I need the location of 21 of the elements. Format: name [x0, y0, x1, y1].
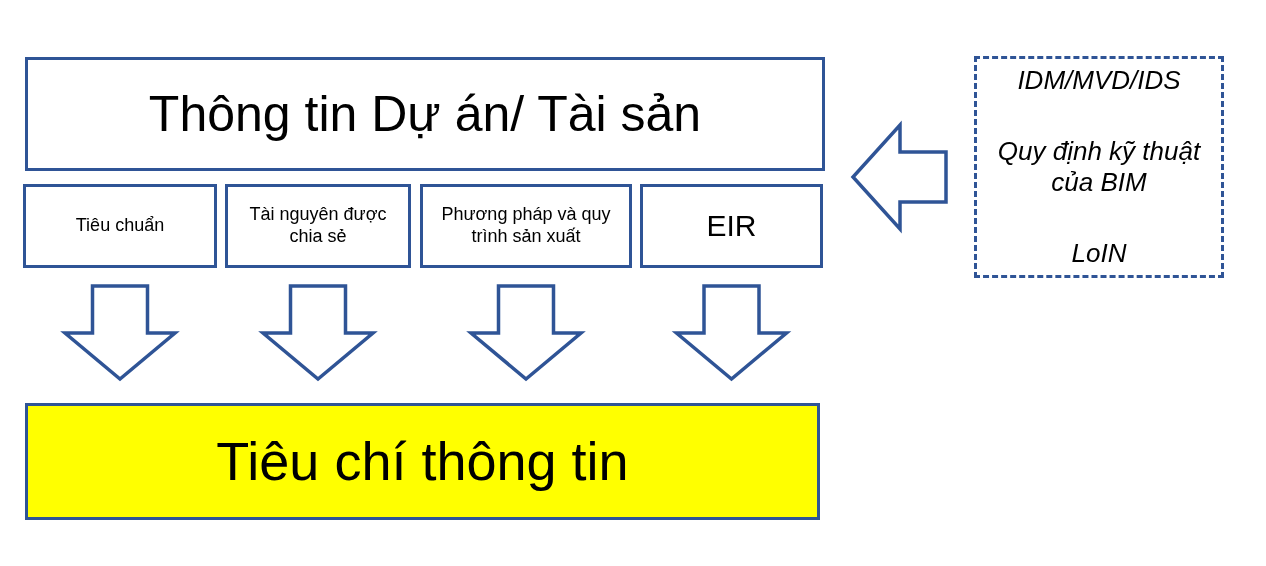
- title-box: [25, 57, 825, 171]
- node-text: EIR: [706, 208, 757, 244]
- block-arrow: [466, 284, 586, 382]
- block-arrow: [258, 284, 378, 382]
- node-text: IDM/MVD/IDS: [1017, 65, 1181, 97]
- block-arrow: [671, 284, 792, 382]
- node-text: LoIN: [1071, 237, 1127, 269]
- category-box: [23, 184, 217, 268]
- node-text: Tiêu chí thông tin: [216, 430, 629, 494]
- node-text: Tài nguyên được chia sẻ: [248, 204, 388, 248]
- block-arrow: [850, 120, 948, 234]
- category-box: [225, 184, 411, 268]
- block-arrow: [60, 284, 180, 382]
- node-text: Phương pháp và quy trình sản xuất: [440, 204, 612, 248]
- category-box: [420, 184, 632, 268]
- highlight-box: [25, 403, 820, 520]
- dashed-box: [974, 56, 1224, 278]
- node-text: Tiêu chuẩn: [75, 215, 165, 237]
- node-text: Thông tin Dự án/ Tài sản: [148, 85, 702, 144]
- node-text: Quy định kỹ thuật của BIM: [996, 135, 1202, 199]
- category-box: [640, 184, 823, 268]
